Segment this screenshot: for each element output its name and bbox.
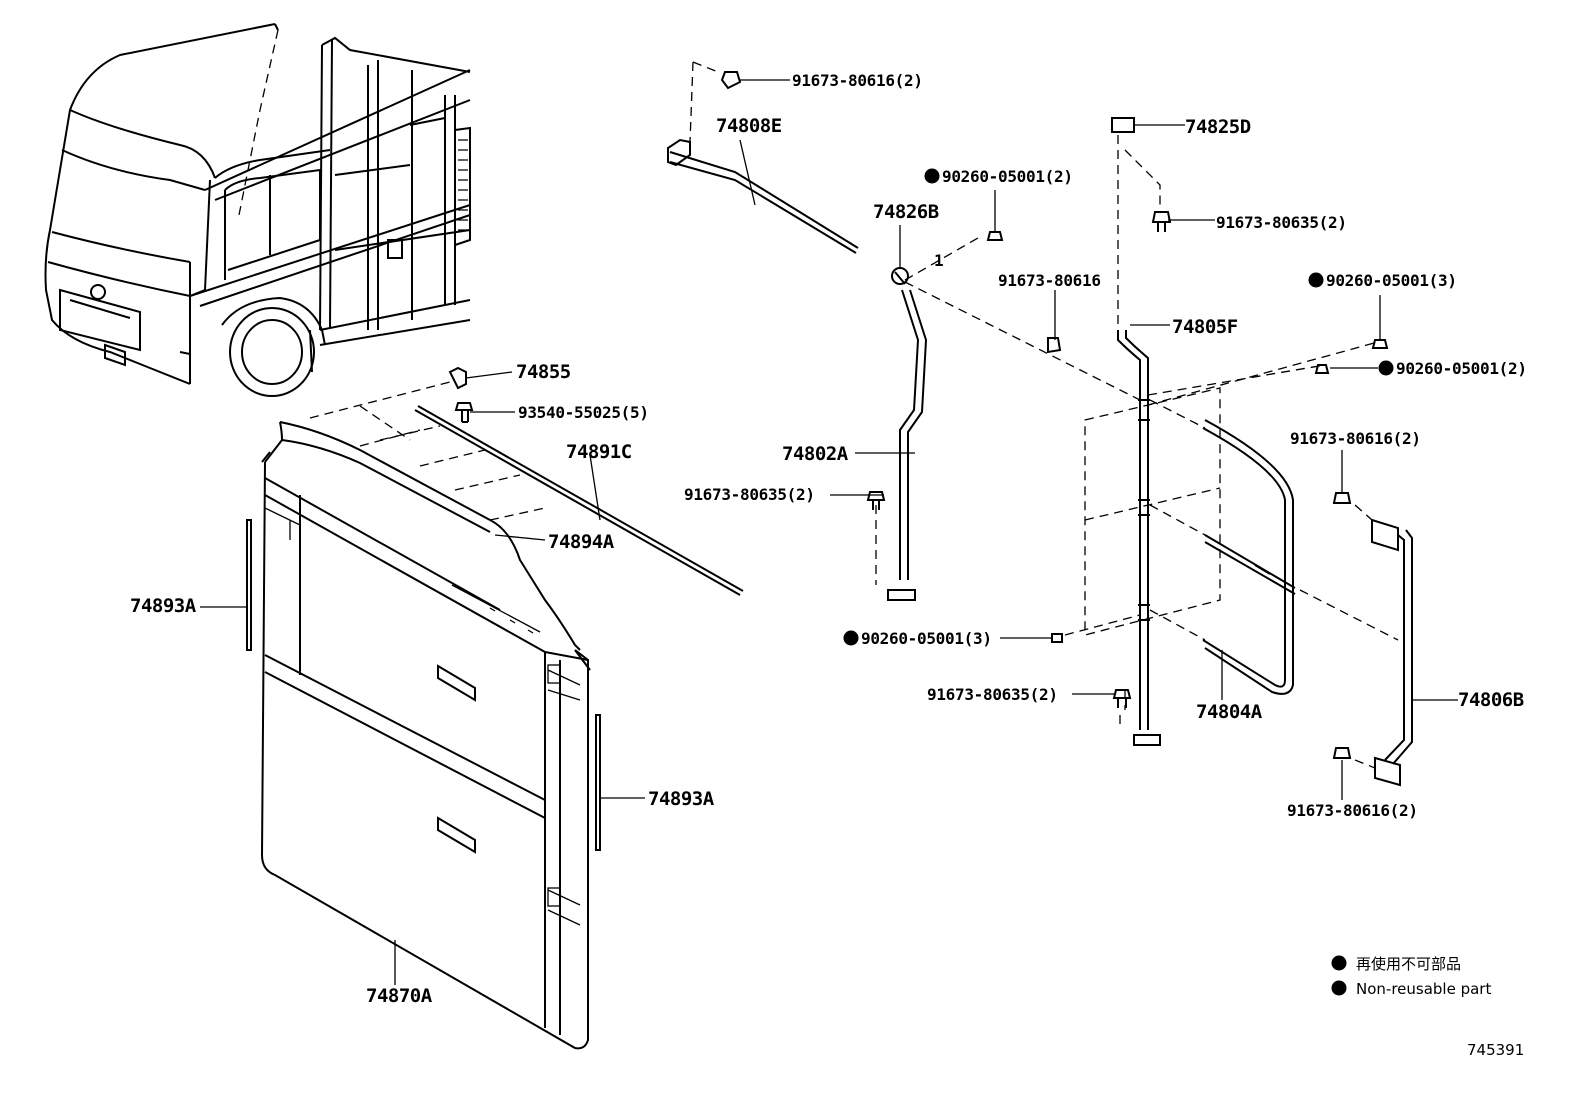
- callout-one: 1: [934, 251, 943, 270]
- label-74855: 74855: [516, 361, 571, 383]
- seal-74893A-right: [595, 714, 601, 851]
- label-f-91673-80616-mid: 91673-80616: [998, 271, 1101, 290]
- label-74802A: 74802A: [782, 443, 849, 465]
- label-f-top: 91673-80616(2): [792, 71, 923, 90]
- label-74893A-right: 74893A: [648, 788, 715, 810]
- label-74894A: 74894A: [548, 531, 615, 553]
- diagram-code: 745391: [1467, 1041, 1524, 1059]
- legend-marker-jp: [1331, 955, 1347, 971]
- label-f-90260-d: 90260-05001(3): [861, 629, 992, 648]
- label-f-90260-b: 90260-05001(3): [1326, 271, 1457, 290]
- non-reusable-markers: [843, 168, 1394, 996]
- label-f-91673-80635-top: 91673-80635(2): [1216, 213, 1347, 232]
- leader-lines: [200, 79, 1458, 985]
- legend: 再使用不可部品 Non-reusable part: [1356, 955, 1491, 998]
- side-panel-74870A: [260, 381, 591, 1050]
- non-reusable-marker: [1378, 360, 1394, 376]
- lock-linkage: [667, 61, 1413, 787]
- fastener-labels: 91673-80616(2) 90260-05001(2) 91673-8063…: [518, 71, 1527, 820]
- label-74891C: 74891C: [566, 441, 632, 463]
- label-f-93540: 93540-55025(5): [518, 403, 649, 422]
- label-74893A-left: 74893A: [130, 595, 197, 617]
- label-f-90260-c: 90260-05001(2): [1396, 359, 1527, 378]
- legend-marker-en: [1331, 980, 1347, 996]
- bolt-93540: [454, 402, 474, 423]
- label-74870A: 74870A: [366, 985, 433, 1007]
- label-74804A: 74804A: [1196, 701, 1263, 723]
- non-reusable-marker: [843, 630, 859, 646]
- label-f-91673-80616-bottom: 91673-80616(2): [1287, 801, 1418, 820]
- seal-74893A-left: [246, 519, 252, 651]
- clip-74855: [448, 366, 467, 390]
- seal-strip-74891C: [414, 409, 741, 596]
- legend-text-jp: 再使用不可部品: [1356, 955, 1461, 973]
- label-74805F: 74805F: [1172, 316, 1238, 338]
- label-f-90260-a: 90260-05001(2): [942, 167, 1073, 186]
- label-74826B: 74826B: [873, 201, 939, 223]
- part-labels: 74808E 74826B 74802A 74825D 74805F 74804…: [130, 115, 1524, 1007]
- label-74808E: 74808E: [716, 115, 782, 137]
- legend-text-en: Non-reusable part: [1356, 980, 1491, 998]
- non-reusable-marker: [924, 168, 940, 184]
- truck-illustration: [44, 23, 471, 397]
- label-f-91673-80616-right: 91673-80616(2): [1290, 429, 1421, 448]
- non-reusable-marker: [1308, 272, 1324, 288]
- label-f-91673-80635-bottom: 91673-80635(2): [927, 685, 1058, 704]
- label-f-91673-80635-left: 91673-80635(2): [684, 485, 815, 504]
- label-74825D: 74825D: [1185, 116, 1251, 138]
- label-74806B: 74806B: [1458, 689, 1524, 711]
